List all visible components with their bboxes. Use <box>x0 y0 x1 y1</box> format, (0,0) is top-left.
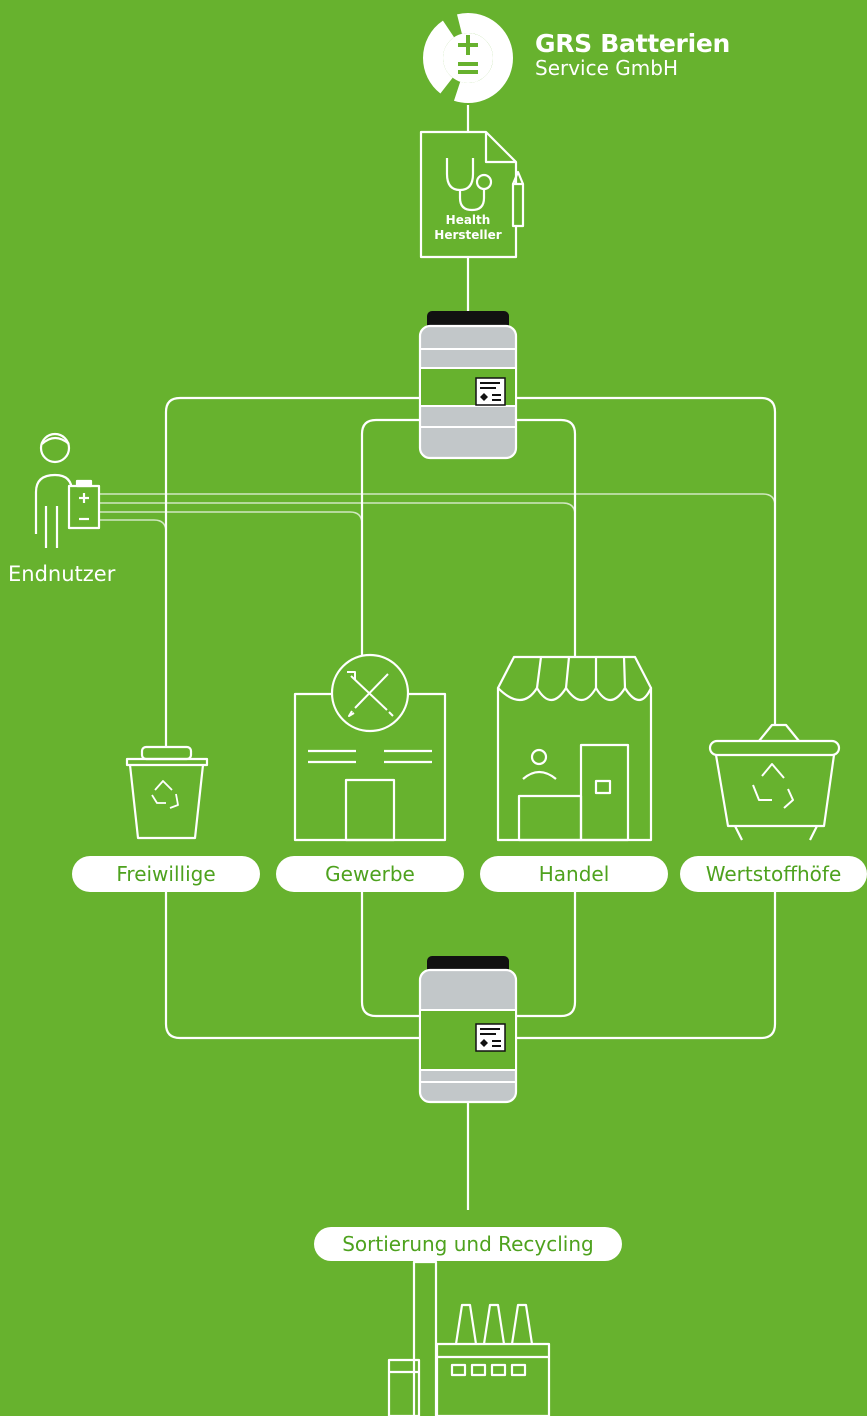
document-icon <box>419 130 525 259</box>
producer-label-line1: Health <box>445 213 491 227</box>
line-battery-to-gewerbe <box>360 418 420 712</box>
line-enduser-to-freiwillige <box>100 519 167 533</box>
channel-label-wertstoffhoefe: Wertstoffhöfe <box>680 856 867 892</box>
enduser-label: Endnutzer <box>8 562 116 586</box>
handheld-battery-icon <box>67 479 101 530</box>
line-wertstoffhoefe-to-battery <box>516 874 777 1040</box>
recycling-container-icon <box>708 723 841 841</box>
recycling-bin-icon <box>125 745 209 840</box>
channel-label-gewerbe: Gewerbe <box>276 856 464 892</box>
enduser-icon <box>34 432 101 548</box>
line-battery-to-handel <box>516 418 577 658</box>
line-battery-to-wertstoffhoefe <box>516 396 777 724</box>
line-enduser-to-handel <box>100 502 576 516</box>
channel-label-handel: Handel <box>480 856 668 892</box>
hazard-label-icon <box>475 1023 506 1052</box>
enduser-lines <box>100 493 776 533</box>
line-handel-to-battery <box>516 874 577 1018</box>
sorting-recycling-label: Sortierung und Recycling <box>314 1227 622 1261</box>
pen-icon <box>511 170 525 228</box>
battery-top-icon <box>418 311 518 460</box>
factory-icon <box>387 1260 551 1416</box>
grs-logo-icon <box>423 13 513 103</box>
stethoscope-icon <box>445 158 493 212</box>
line-freiwillige-to-battery <box>164 874 420 1040</box>
line-gewerbe-to-battery <box>360 874 420 1018</box>
brand-name-line2: Service GmbH <box>535 56 678 80</box>
hazard-label-icon <box>475 377 506 406</box>
tools-icon <box>347 671 394 717</box>
producer-label-line2: Hersteller <box>434 228 502 242</box>
channel-label-freiwillige: Freiwillige <box>72 856 260 892</box>
line-enduser-to-wertstoffhoefe <box>100 493 776 507</box>
brand-name-line1: GRS Batterien <box>535 29 731 58</box>
shop-icon <box>496 655 653 842</box>
battery-bottom-icon <box>418 956 518 1104</box>
workshop-building-icon <box>293 653 447 842</box>
line-battery-to-freiwillige <box>164 396 420 746</box>
producer-label: Health Hersteller <box>420 213 516 243</box>
line-enduser-to-gewerbe <box>100 511 363 525</box>
connector-lines <box>164 105 777 1210</box>
